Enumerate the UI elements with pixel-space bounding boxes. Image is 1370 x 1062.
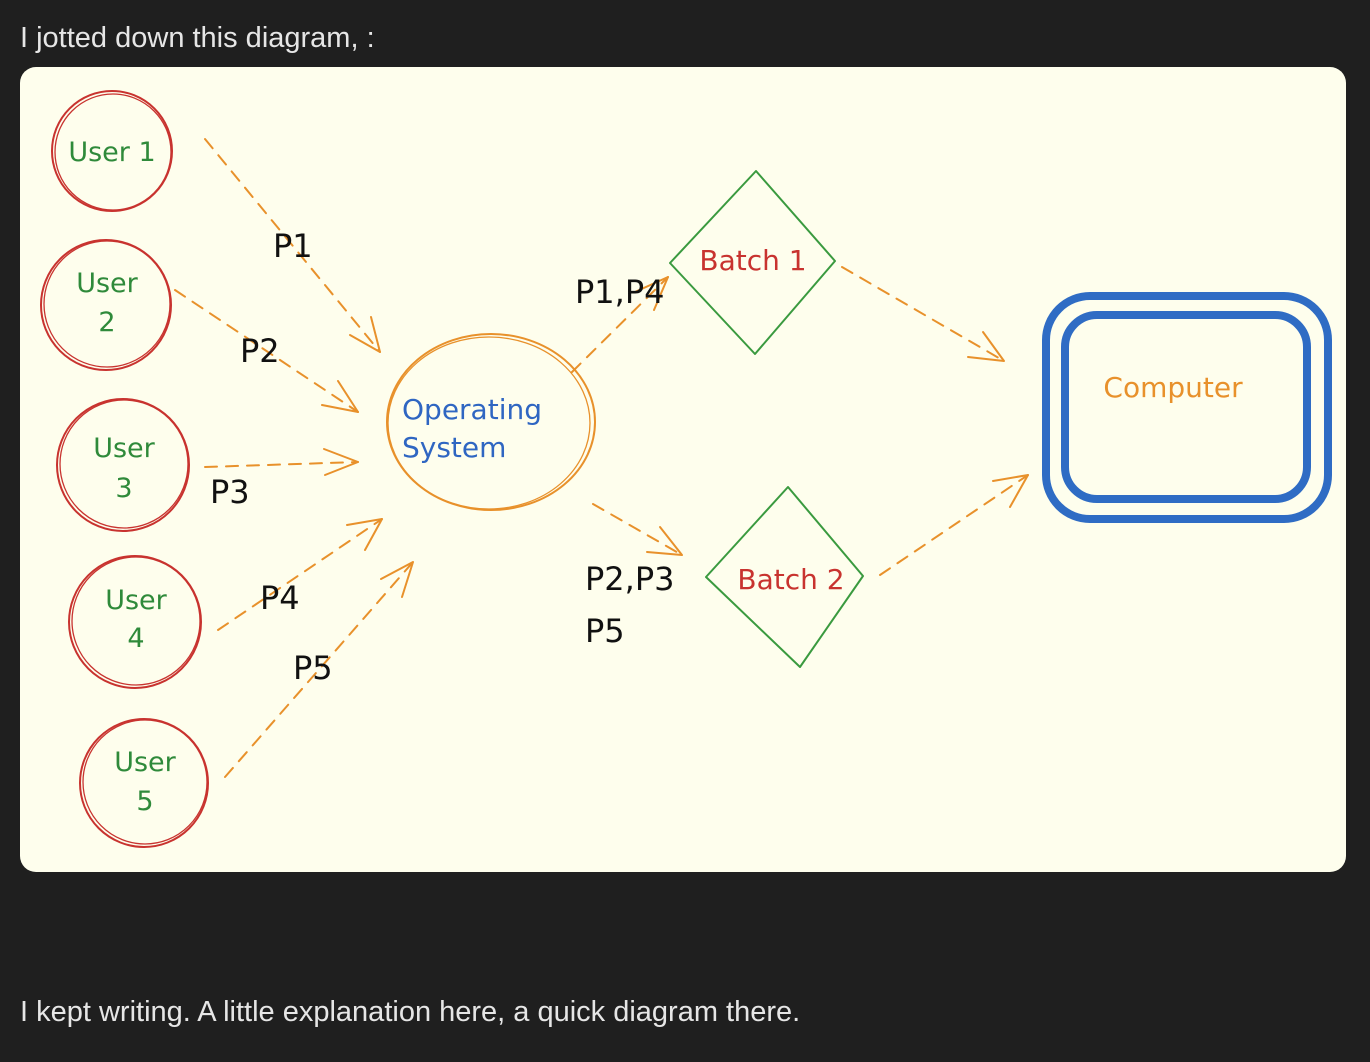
arrow-user2-to-os xyxy=(174,289,359,413)
user-number-4: 4 xyxy=(127,623,144,654)
arrow-batch1-to-computer xyxy=(841,266,1005,362)
process-label-p5: P5 xyxy=(293,649,333,687)
user-label-1: User 1 xyxy=(68,137,155,168)
os-node: Operating System xyxy=(386,333,596,511)
user-number-5: 5 xyxy=(136,786,153,817)
os-label-line2: System xyxy=(402,431,506,464)
user-number-3: 3 xyxy=(115,473,132,504)
os-label-line1: Operating xyxy=(402,393,542,426)
process-label-p2: P2 xyxy=(240,332,280,370)
batch1-process-list: P1,P4 xyxy=(575,273,664,311)
user-node-3: User 3 xyxy=(56,398,190,532)
computer-label: Computer xyxy=(1103,371,1243,404)
user-number-2: 2 xyxy=(98,307,115,338)
user-label-5: User xyxy=(114,747,176,778)
process-label-p1: P1 xyxy=(273,227,313,265)
batch-node-2: Batch 2 xyxy=(705,486,864,668)
batch2-process-list-line1: P2,P3 xyxy=(585,560,674,598)
batch-node-1: Batch 1 xyxy=(669,170,836,355)
computer-node: Computer xyxy=(1042,292,1332,523)
intro-text: I jotted down this diagram, : xyxy=(20,22,375,54)
arrow-user5-to-os xyxy=(224,561,414,778)
user-node-2: User 2 xyxy=(40,239,172,371)
user-node-5: User 5 xyxy=(79,718,209,848)
user-label-3: User xyxy=(93,433,155,464)
batch-label-2: Batch 2 xyxy=(737,563,844,596)
arrow-batch2-to-computer xyxy=(879,474,1029,576)
arrow-user3-to-os xyxy=(204,448,359,476)
process-label-p3: P3 xyxy=(210,473,250,511)
outro-text: I kept writing. A little explanation her… xyxy=(20,996,801,1028)
batch-label-1: Batch 1 xyxy=(699,244,806,277)
user-label-2: User xyxy=(76,268,138,299)
user-node-1: User 1 xyxy=(51,90,173,212)
user-node-4: User 4 xyxy=(68,555,202,689)
arrow-user4-to-os xyxy=(217,518,383,631)
process-label-p4: P4 xyxy=(260,579,300,617)
arrow-user1-to-os xyxy=(204,138,381,353)
batch2-process-list-line2: P5 xyxy=(585,612,625,650)
arrow-os-to-batch2 xyxy=(592,503,683,556)
batch-processing-diagram: User 1 User 2 User 3 User 4 User 5 xyxy=(40,90,1332,848)
user-label-4: User xyxy=(105,585,167,616)
diagram-canvas: User 1 User 2 User 3 User 4 User 5 xyxy=(20,67,1346,872)
arrow-os-to-batch1 xyxy=(571,276,669,373)
